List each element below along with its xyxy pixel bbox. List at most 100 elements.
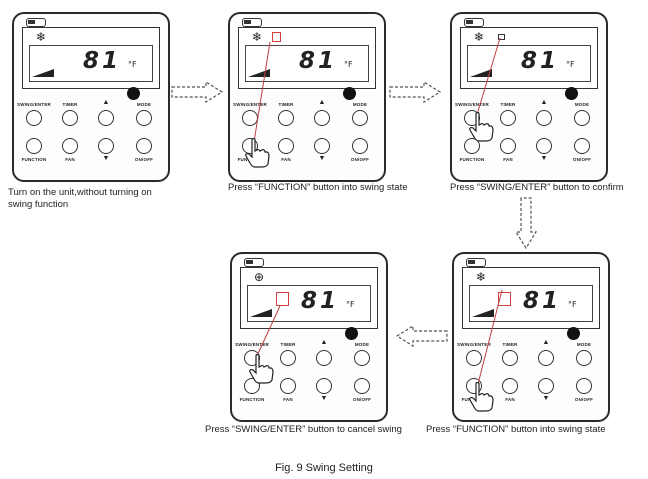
remote-step-1: ❄ 81 °F SWING/ENTER TIMER ▲ MODE FUNCTIO…: [12, 12, 170, 182]
up-button[interactable]: [316, 350, 332, 366]
timer-button[interactable]: [62, 110, 78, 126]
on-off-button[interactable]: [574, 138, 590, 154]
fan-button[interactable]: [62, 138, 78, 154]
swing-enter-button[interactable]: [466, 350, 482, 366]
fan-speed-ramp-icon: [470, 69, 492, 77]
up-button[interactable]: [314, 110, 330, 126]
on-off-label: ON/OFF: [350, 157, 370, 162]
lcd-screen: ❄ 81 °F: [462, 267, 600, 329]
down-arrow-icon: ▼: [540, 155, 548, 162]
remote-step-4: ❄ 81 °F SWING/ENTER TIMER ▲ MODE FUNCTIO…: [452, 252, 610, 422]
lcd-screen: ⊕ 81 °F: [240, 267, 378, 329]
timer-button[interactable]: [502, 350, 518, 366]
remote-step-2: ❄ 81 °F SWING/ENTER TIMER ▲ MODE FUNCTIO…: [228, 12, 386, 182]
mode-button[interactable]: [136, 110, 152, 126]
mode-label: MODE: [354, 342, 370, 347]
on-off-label: ON/OFF: [352, 397, 372, 402]
lcd-inner-frame: [247, 285, 371, 322]
remote-tag-icon: [244, 258, 264, 267]
pressing-finger-icon: [469, 112, 494, 142]
mode-button[interactable]: [574, 110, 590, 126]
dashed-arrow-left-icon: [395, 324, 448, 348]
mode-label: MODE: [576, 342, 592, 347]
caption-step-4: Press “FUNCTION” button into swing state: [426, 424, 606, 435]
swing-indicator-icon: [276, 292, 289, 306]
lcd-screen: ❄ 81 °F: [22, 27, 160, 89]
mode-label: MODE: [574, 102, 590, 107]
on-off-button[interactable]: [352, 138, 368, 154]
mode-button[interactable]: [576, 350, 592, 366]
lcd-screen: ❄ 81 °F: [460, 27, 598, 89]
up-button[interactable]: [538, 350, 554, 366]
mode-label: MODE: [136, 102, 152, 107]
snowflake-icon: ❄: [252, 30, 263, 44]
mode-button[interactable]: [354, 350, 370, 366]
caption-step-2: Press “FUNCTION” button into swing state: [228, 182, 408, 193]
temperature-readout: 81: [83, 48, 122, 74]
fan-speed-ramp-icon: [248, 69, 270, 77]
remote-step-5: ⊕ 81 °F SWING/ENTER TIMER ▲ MODE FUNCTIO…: [230, 252, 388, 422]
timer-button[interactable]: [278, 110, 294, 126]
indicator-dot: [127, 87, 140, 100]
fan-label: FAN: [503, 157, 513, 162]
down-button[interactable]: [538, 378, 554, 394]
down-button[interactable]: [316, 378, 332, 394]
up-arrow-icon: ▲: [318, 99, 326, 106]
fan-label: FAN: [505, 397, 515, 402]
fan-speed-ramp-icon: [250, 309, 272, 317]
up-button[interactable]: [536, 110, 552, 126]
pressing-finger-icon: [245, 138, 270, 168]
on-off-button[interactable]: [354, 378, 370, 394]
function-button[interactable]: [26, 138, 42, 154]
temperature-unit: °F: [568, 300, 577, 309]
timer-button[interactable]: [500, 110, 516, 126]
fan-button[interactable]: [280, 378, 296, 394]
down-button[interactable]: [536, 138, 552, 154]
snowflake-icon: ❄: [36, 30, 47, 44]
swing-indicator-icon: [498, 292, 511, 306]
figure-title: Fig. 9 Swing Setting: [275, 462, 373, 474]
down-arrow-icon: ▼: [102, 155, 110, 162]
down-button[interactable]: [314, 138, 330, 154]
temperature-unit: °F: [128, 60, 137, 69]
fan-button[interactable]: [500, 138, 516, 154]
on-off-label: ON/OFF: [572, 157, 592, 162]
function-label: FUNCTION: [21, 157, 47, 162]
remote-tag-icon: [26, 18, 46, 27]
pressing-finger-icon: [249, 354, 274, 384]
swing-enter-button[interactable]: [26, 110, 42, 126]
down-arrow-icon: ▼: [318, 155, 326, 162]
remote-step-3: ❄ 81 °F SWING/ENTER TIMER ▲ MODE FUNCTIO…: [450, 12, 608, 182]
timer-button[interactable]: [280, 350, 296, 366]
indicator-dot: [343, 87, 356, 100]
timer-label: TIMER: [62, 102, 78, 107]
function-button[interactable]: [464, 138, 480, 154]
fan-speed-ramp-icon: [472, 309, 494, 317]
down-button[interactable]: [98, 138, 114, 154]
lcd-inner-frame: [29, 45, 153, 82]
mode-button[interactable]: [352, 110, 368, 126]
dashed-arrow-right-icon: [389, 80, 442, 104]
up-arrow-icon: ▲: [542, 339, 550, 346]
caption-step-5: Press “SWING/ENTER” button to cancel swi…: [205, 424, 402, 435]
up-button[interactable]: [98, 110, 114, 126]
fan-label: FAN: [65, 157, 75, 162]
on-off-label: ON/OFF: [134, 157, 154, 162]
remote-tag-icon: [466, 258, 486, 267]
caption-step-3: Press “SWING/ENTER” button to confirm: [450, 182, 624, 193]
swing-enter-label: SWING/ENTER: [233, 102, 267, 107]
timer-label: TIMER: [278, 102, 294, 107]
swing-enter-label: SWING/ENTER: [455, 102, 489, 107]
swing-enter-label: SWING/ENTER: [457, 342, 491, 347]
swing-enter-button[interactable]: [242, 110, 258, 126]
indicator-dot: [345, 327, 358, 340]
fan-button[interactable]: [278, 138, 294, 154]
temperature-readout: 81: [299, 48, 338, 74]
up-arrow-icon: ▲: [540, 99, 548, 106]
temperature-readout: 81: [301, 288, 340, 314]
on-off-button[interactable]: [576, 378, 592, 394]
fan-button[interactable]: [502, 378, 518, 394]
on-off-button[interactable]: [136, 138, 152, 154]
on-off-label: ON/OFF: [574, 397, 594, 402]
fan-label: FAN: [281, 157, 291, 162]
